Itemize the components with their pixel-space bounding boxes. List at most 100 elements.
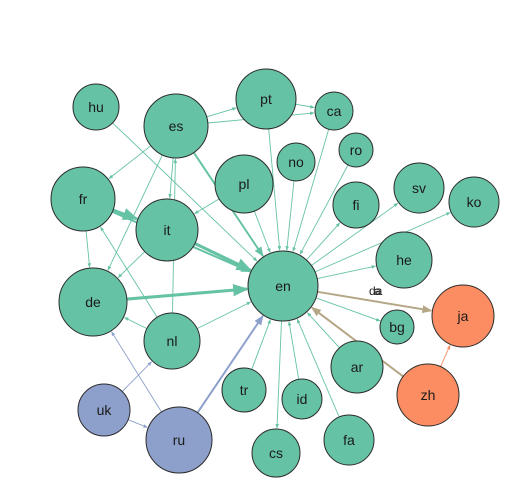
edge-en-to-ja (317, 290, 433, 314)
node-label-zh: zh (421, 387, 436, 403)
edge-id-to-en (287, 321, 300, 380)
node-circle-en[interactable] (247, 250, 319, 322)
edge-it-to-de (117, 251, 146, 278)
node-label-hu: hu (88, 99, 104, 115)
edge-no-to-en (285, 180, 295, 251)
node-circle-no[interactable] (276, 142, 316, 182)
node-ko[interactable]: ko (448, 176, 500, 228)
node-circle-fa[interactable] (323, 414, 375, 466)
node-ja[interactable]: ja (431, 284, 495, 348)
node-pl[interactable]: pl (214, 154, 274, 214)
edge-es-to-it (168, 157, 174, 199)
node-uk[interactable]: uk (77, 383, 131, 437)
node-label-de: de (85, 294, 101, 310)
node-ru[interactable]: ru (145, 406, 213, 474)
node-ca[interactable]: ca (314, 91, 354, 131)
node-circle-fr[interactable] (50, 166, 116, 232)
node-circle-ru[interactable] (145, 406, 213, 474)
node-fi[interactable]: fi (332, 181, 380, 229)
edge-pt-to-en (268, 128, 282, 251)
edge-ru-to-en (196, 314, 264, 414)
node-circle-zh[interactable] (396, 363, 460, 427)
edge-en-to-cs (275, 320, 282, 429)
node-label-ko: ko (467, 194, 482, 210)
node-circle-tr[interactable] (221, 367, 267, 413)
edge-fa-to-en (296, 318, 340, 418)
edge-ro-to-en (299, 164, 349, 255)
node-circle-de[interactable] (58, 267, 128, 337)
node-label-no: no (288, 154, 304, 170)
node-circle-id[interactable] (281, 378, 323, 420)
edge-tr-to-en (251, 319, 271, 370)
node-ar[interactable]: ar (330, 340, 384, 394)
node-circle-ja[interactable] (431, 284, 495, 348)
node-it[interactable]: it (135, 198, 199, 262)
node-de[interactable]: de (58, 267, 128, 337)
node-hu[interactable]: hu (72, 83, 120, 131)
node-circle-sv[interactable] (393, 162, 445, 214)
node-label-id: id (297, 391, 308, 407)
node-no[interactable]: no (276, 142, 316, 182)
node-circle-he[interactable] (375, 231, 433, 289)
node-label-ja: ja (457, 308, 469, 324)
edge-de-to-en (126, 283, 249, 301)
stray-label-a: a (374, 284, 381, 298)
edge-uk-to-ru (127, 419, 148, 428)
edge-es-to-fr (108, 145, 152, 179)
node-label-ar: ar (351, 359, 364, 375)
node-circle-ar[interactable] (330, 340, 384, 394)
edge-en-to-he (317, 265, 377, 280)
node-label-pt: pt (260, 91, 272, 107)
node-circle-fi[interactable] (332, 181, 380, 229)
node-circle-pl[interactable] (214, 154, 274, 214)
node-label-ro: ro (350, 142, 363, 158)
node-circle-ro[interactable] (338, 132, 374, 168)
node-circle-uk[interactable] (77, 383, 131, 437)
edge-it-to-en (194, 242, 252, 272)
node-es[interactable]: es (143, 93, 209, 159)
node-bg[interactable]: bg (379, 309, 415, 345)
edge-uk-to-nl (121, 361, 152, 392)
edge-nl-to-de (123, 317, 148, 330)
node-circle-it[interactable] (135, 198, 199, 262)
node-circle-ca[interactable] (314, 91, 354, 131)
node-fa[interactable]: fa (323, 414, 375, 466)
node-he[interactable]: he (375, 231, 433, 289)
node-fr[interactable]: fr (50, 166, 116, 232)
node-label-nl: nl (167, 333, 178, 349)
node-circle-es[interactable] (143, 93, 209, 159)
node-circle-pt[interactable] (235, 68, 297, 130)
node-cs[interactable]: cs (251, 428, 301, 478)
node-zh[interactable]: zh (396, 363, 460, 427)
node-tr[interactable]: tr (221, 367, 267, 413)
node-circle-bg[interactable] (379, 309, 415, 345)
node-label-he: he (396, 252, 412, 268)
edge-es-to-pt (206, 107, 237, 118)
node-ro[interactable]: ro (338, 132, 374, 168)
node-circle-nl[interactable] (143, 312, 201, 370)
edge-en-to-bg (315, 297, 381, 322)
node-circle-hu[interactable] (72, 83, 120, 131)
node-id[interactable]: id (281, 378, 323, 420)
edge-ar-to-en (306, 312, 340, 349)
edge-en-to-fi (306, 222, 341, 261)
stray-label-da: da (369, 284, 383, 298)
node-label-uk: uk (97, 402, 113, 418)
edge-fr-to-de (85, 230, 92, 268)
node-label-en: en (275, 278, 291, 294)
node-circle-cs[interactable] (251, 428, 301, 478)
edge-ca-to-en (292, 129, 330, 252)
edge-hu-to-en (112, 122, 258, 262)
node-sv[interactable]: sv (393, 162, 445, 214)
node-en[interactable]: en (247, 250, 319, 322)
node-pt[interactable]: pt (235, 68, 297, 130)
edge-nl-to-fr (100, 226, 158, 318)
node-label-es: es (169, 118, 184, 134)
edge-pl-to-en (253, 210, 271, 253)
node-label-fa: fa (343, 432, 355, 448)
node-circle-ko[interactable] (448, 176, 500, 228)
node-nl[interactable]: nl (143, 312, 201, 370)
edge-pt-to-ca (295, 103, 315, 109)
